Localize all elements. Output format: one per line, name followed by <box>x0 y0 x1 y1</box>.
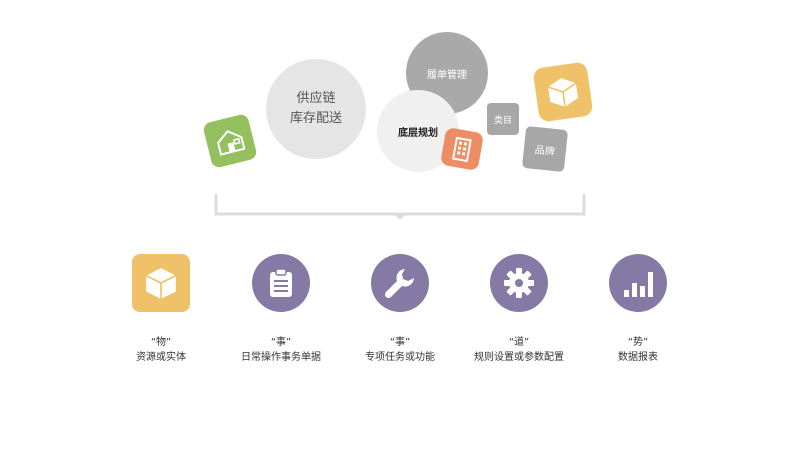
box-icon <box>547 78 578 107</box>
column-subtitle: 数据报表 <box>618 352 658 363</box>
daily-affairs-circle <box>252 254 310 312</box>
house-icon <box>217 130 246 156</box>
house-tile <box>202 113 258 169</box>
brand-tile: 品牌 <box>521 125 569 173</box>
supply-chain-label-line2: 库存配送 <box>289 111 342 126</box>
gear-icon <box>504 268 534 298</box>
column-things: “物” 资源或实体 <box>91 254 231 366</box>
rules-circle <box>490 254 548 312</box>
fulfillment-label: 履单管理 <box>427 69 467 81</box>
wrench-icon <box>384 269 414 299</box>
base-planning-label: 底层规划 <box>398 127 438 139</box>
column-subtitle: 规则设置或参数配置 <box>474 352 564 363</box>
box-icon <box>145 268 177 299</box>
building-tile <box>439 126 485 172</box>
supply-chain-label-line1: 供应链 <box>296 91 336 106</box>
column-rules: “道” 规则设置或参数配置 <box>449 254 589 366</box>
column-subtitle: 资源或实体 <box>136 352 186 363</box>
column-title: “势” <box>627 337 649 348</box>
column-subtitle: 日常操作事务单据 <box>241 352 321 363</box>
column-special-tasks: “事” 专项任务或功能 <box>330 254 470 366</box>
column-subtitle: 专项任务或功能 <box>365 352 435 363</box>
column-daily-affairs: “事” 日常操作事务单据 <box>211 254 351 366</box>
data-reports-circle <box>609 254 667 312</box>
things-tile <box>132 254 190 312</box>
column-data-reports: “势” 数据报表 <box>568 254 708 366</box>
clipboard-icon <box>270 268 292 297</box>
special-tasks-circle <box>371 254 429 312</box>
column-title: “道” <box>508 337 530 348</box>
bracket-connector <box>214 194 586 220</box>
supply-chain-bubble: 供应链 库存配送 <box>266 59 366 159</box>
category-label: 类目 <box>493 115 512 126</box>
brand-label: 品牌 <box>534 144 556 158</box>
column-title: “事” <box>270 337 292 348</box>
box-tile <box>532 61 594 123</box>
category-tile: 类目 <box>487 103 519 135</box>
column-title: “事” <box>389 337 411 348</box>
bar-chart-icon <box>624 272 653 297</box>
building-icon <box>452 136 472 163</box>
column-title: “物” <box>150 337 172 348</box>
